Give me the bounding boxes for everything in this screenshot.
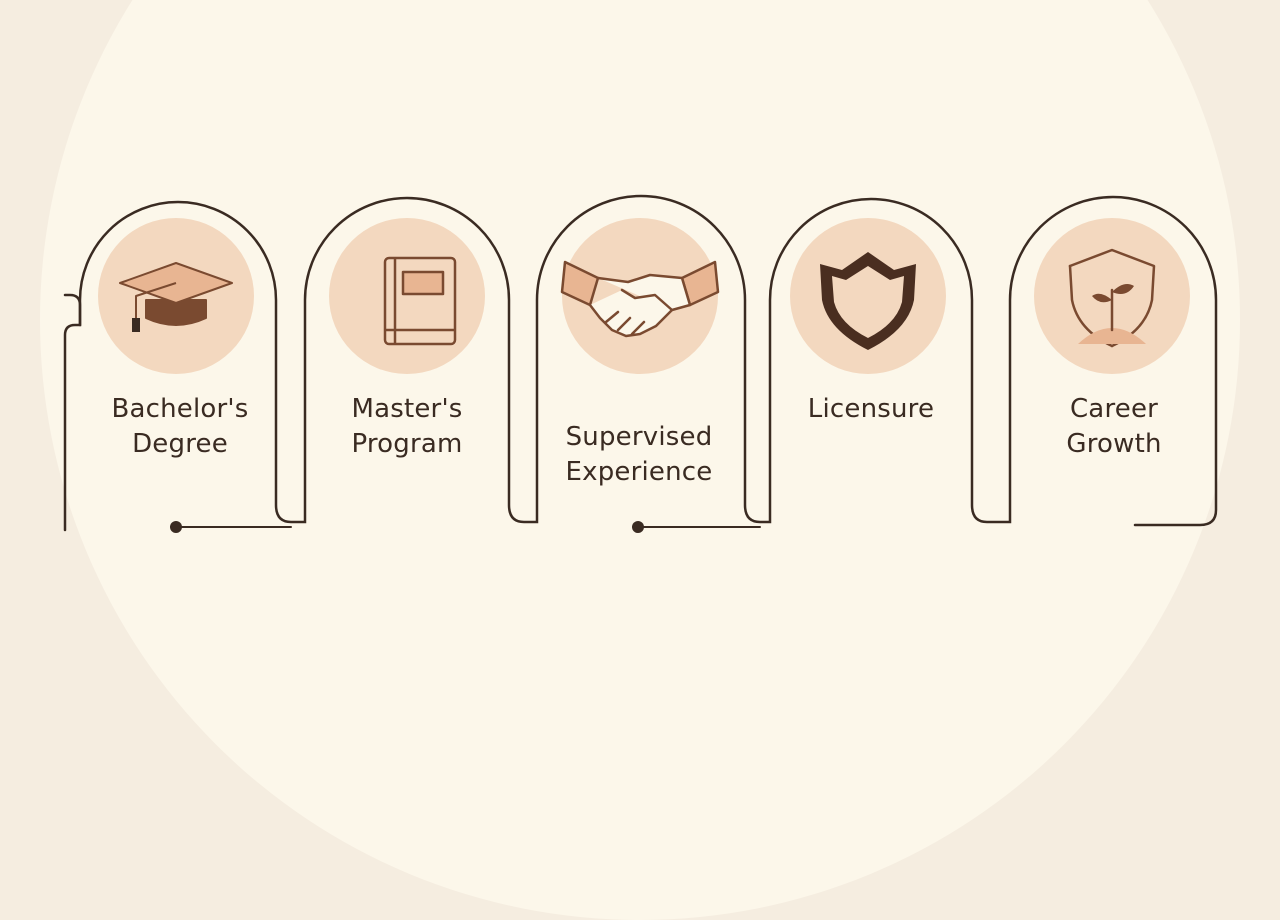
step-label-licensure: Licensure: [807, 394, 935, 424]
step-label-supervised-experience: Supervised Experience: [565, 422, 713, 487]
shield-icon: [820, 252, 916, 350]
graduation-cap-icon: [119, 262, 233, 332]
step-label-masters-program: Master's Program: [351, 394, 463, 459]
step-4-icon-group: [790, 218, 946, 374]
book-icon: [383, 256, 457, 346]
step-label-bachelors-degree: Bachelor's Degree: [111, 394, 249, 459]
handshake-icon: [560, 260, 720, 338]
connector-dot-mid: [632, 521, 644, 533]
step-5-icon-group: [1034, 218, 1190, 374]
step-1-icon-group: [98, 218, 254, 374]
sprout-shield-icon: [1068, 248, 1156, 348]
connector-dot-start: [170, 521, 182, 533]
step-2-icon-group: [329, 218, 485, 374]
step-3-icon-group: [560, 218, 720, 374]
connector-line: [63, 194, 1218, 532]
step-label-career-growth: Career Growth: [1066, 394, 1162, 459]
career-path-diagram: [63, 194, 1218, 533]
